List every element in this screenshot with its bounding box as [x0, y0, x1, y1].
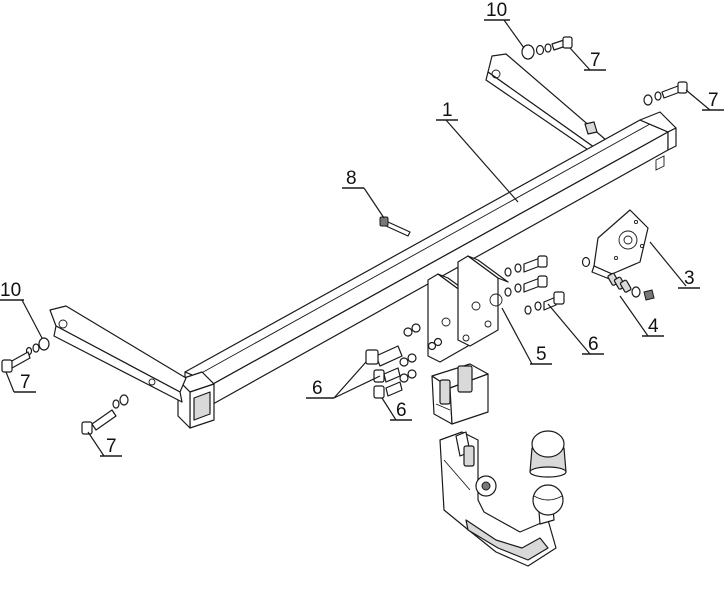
- electrical-socket-bracket: [591, 209, 649, 281]
- callout-5: 5: [536, 344, 547, 365]
- callout-3: 3: [684, 268, 695, 289]
- callout-10-left: 10: [0, 280, 21, 301]
- callout-8: 8: [346, 168, 357, 189]
- plate-bolts-upper: [489, 255, 565, 315]
- leader-lines: [5, 19, 711, 457]
- callout-4: 4: [648, 316, 659, 337]
- tow-ball-with-cap: [529, 430, 567, 516]
- bolt-item-8: [379, 216, 411, 237]
- callout-7-top-right: 7: [708, 90, 719, 111]
- plate-bolts-lower: [365, 323, 443, 399]
- ball-mount-receiver: [431, 363, 489, 425]
- callout-6-left: 6: [312, 378, 323, 399]
- callout-10-top: 10: [486, 0, 507, 21]
- callout-1: 1: [442, 100, 453, 121]
- callout-7-lower-left: 7: [106, 436, 117, 457]
- top-bolt-set: [521, 36, 688, 106]
- left-side-bracket: [49, 305, 187, 403]
- right-side-bracket: [485, 53, 607, 159]
- callout-6-right: 6: [588, 334, 599, 355]
- callout-7-left: 7: [20, 372, 31, 393]
- callout-6-lower: 6: [396, 400, 407, 421]
- left-bolt-set: [1, 337, 129, 435]
- detachable-ball-neck: [439, 431, 557, 567]
- spring-washer-nut-set: [581, 256, 655, 301]
- main-cross-beam: [177, 111, 677, 429]
- callout-underlines: [0, 19, 724, 457]
- callout-7-top: 7: [590, 50, 601, 71]
- center-mounting-plates: [427, 255, 509, 363]
